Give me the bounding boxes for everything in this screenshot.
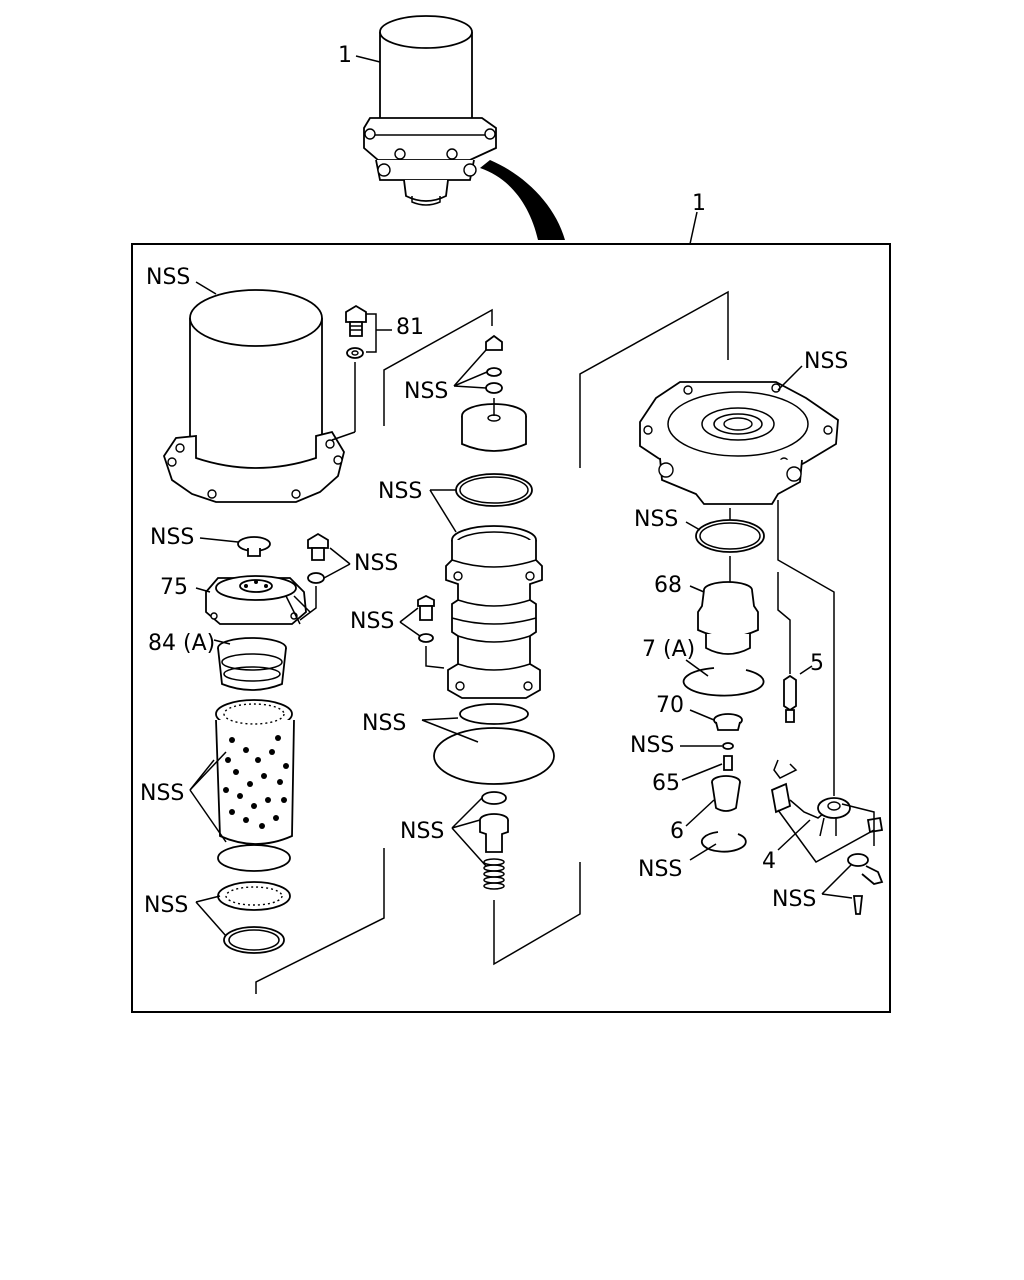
right-column-parts bbox=[579, 290, 884, 915]
label-5: 5 bbox=[810, 651, 824, 676]
spring bbox=[483, 858, 505, 890]
label-nss-heater-screws: NSS bbox=[772, 887, 816, 912]
label-nss-small: NSS bbox=[630, 733, 674, 758]
label-81: 81 bbox=[396, 315, 424, 340]
label-nss-screw: NSS bbox=[354, 551, 398, 576]
label-top-assembly: 1 bbox=[338, 43, 352, 68]
label-box-assembly: 1 bbox=[692, 191, 706, 216]
label-nss-right-oring: NSS bbox=[634, 507, 678, 532]
assembled-air-dryer bbox=[363, 15, 497, 206]
label-75: 75 bbox=[160, 575, 188, 600]
label-nss-side-screw: NSS bbox=[350, 609, 394, 634]
label-nss-oring: NSS bbox=[378, 479, 422, 504]
label-nss-gaskets: NSS bbox=[362, 711, 406, 736]
label-nss-cartridge: NSS bbox=[146, 265, 190, 290]
label-nss-valve-body: NSS bbox=[804, 349, 848, 374]
label-4: 4 bbox=[762, 849, 776, 874]
label-7a: 7 (A) bbox=[642, 637, 695, 662]
label-65: 65 bbox=[652, 771, 680, 796]
label-nss-valve: NSS bbox=[400, 819, 444, 844]
label-6: 6 bbox=[670, 819, 684, 844]
label-nss-cring: NSS bbox=[638, 857, 682, 882]
label-nss-screen: NSS bbox=[144, 893, 188, 918]
left-column-parts bbox=[163, 289, 392, 994]
middle-column-parts bbox=[383, 308, 581, 966]
label-68: 68 bbox=[654, 573, 682, 598]
exploded-view-arrow bbox=[480, 160, 565, 240]
label-70: 70 bbox=[656, 693, 684, 718]
callout-labels: 1 1 NSS 81 NSS NSS 75 84 (A) NSS NSS NSS… bbox=[140, 43, 848, 918]
label-84a: 84 (A) bbox=[148, 631, 215, 656]
desiccant-beads bbox=[223, 735, 289, 829]
label-nss-cap: NSS bbox=[150, 525, 194, 550]
label-nss-top-screw: NSS bbox=[404, 379, 448, 404]
exploded-view-frame bbox=[131, 243, 891, 1013]
label-nss-desiccant: NSS bbox=[140, 781, 184, 806]
